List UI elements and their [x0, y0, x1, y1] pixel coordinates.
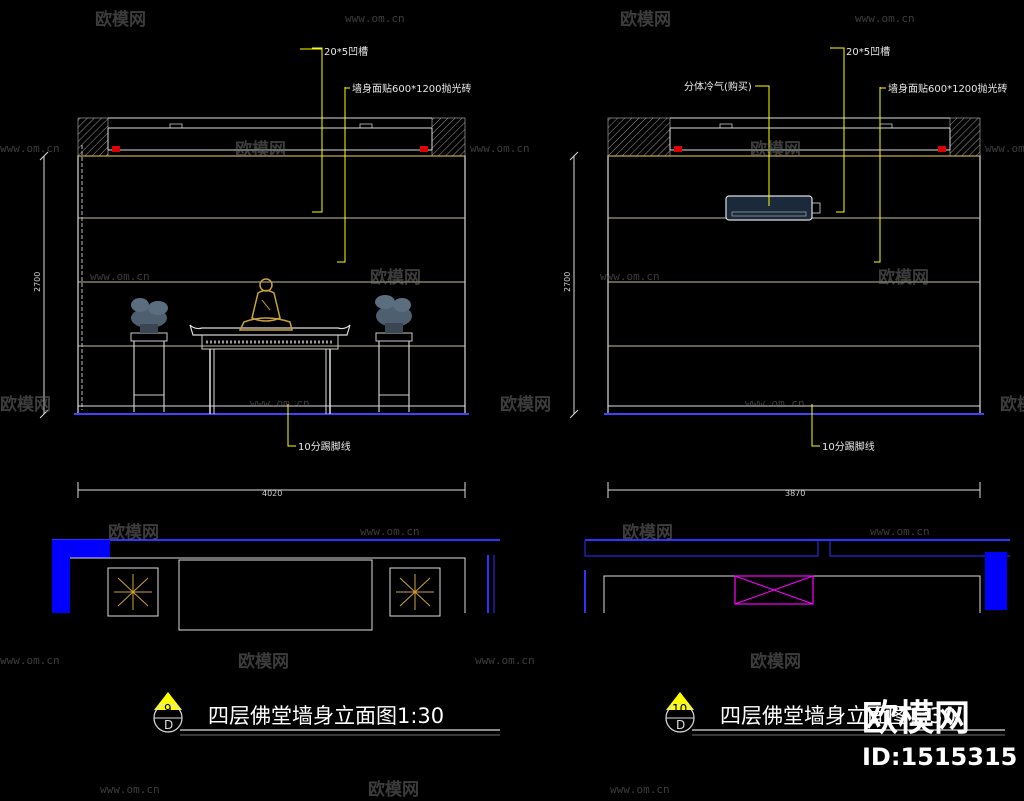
watermark-url: www.om.cn: [100, 783, 160, 796]
watermark-url: www.om.cn: [0, 654, 60, 667]
cornice-mark: [674, 146, 682, 152]
ceiling-detail: [169, 123, 183, 129]
cornice-mark: [938, 146, 946, 152]
watermark-brand: 欧模网: [622, 522, 673, 543]
resource-id: ID:1515315: [862, 743, 1017, 771]
ceiling-detail: [359, 123, 373, 129]
left-title-tag: 9 D 四层佛堂墙身立面图1:30: [153, 692, 500, 736]
watermark-url: www.om.cn: [475, 654, 535, 667]
cornice-mark: [112, 146, 120, 152]
note-skirting: 10分踢脚线: [822, 440, 875, 453]
leader-skirting: [811, 404, 820, 447]
tag-sheet: D: [164, 718, 173, 732]
watermark-brand: 欧模网: [878, 267, 929, 288]
right-drawing-title: 四层佛堂墙身立面图1:30: [720, 704, 956, 728]
note-groove: 20*5凹槽: [324, 45, 368, 58]
note-ac: 分体冷气(购买): [684, 80, 752, 93]
leader-groove: [830, 47, 845, 213]
ceiling-hatch-right: [431, 117, 466, 157]
watermark-url: www.om.cn: [470, 142, 530, 155]
watermark-brand: 欧模网: [1000, 394, 1024, 415]
cornice-mark: [420, 146, 428, 152]
ceiling-hatch-left: [607, 117, 671, 157]
width-dimension: 3870: [785, 489, 805, 498]
altar-table: [189, 324, 351, 414]
watermark-brand: 欧模网: [368, 779, 419, 800]
tag-number: 10: [672, 702, 687, 716]
height-dimension: 2700: [33, 272, 42, 292]
leader-ac: [755, 85, 770, 206]
watermark-url: www.om.cn: [250, 397, 310, 410]
watermark-layer: 欧模网 www.om.cn 欧模网 www.om.cn www.om.cn 欧模…: [0, 9, 1024, 800]
watermark-url: www.om.cn: [870, 525, 930, 538]
note-skirting: 10分踢脚线: [298, 440, 351, 453]
watermark-brand: 欧模网: [620, 9, 671, 30]
watermark-url: www.om.cn: [610, 783, 670, 796]
left-drawing-title: 四层佛堂墙身立面图1:30: [208, 704, 444, 728]
left-pedestal: [130, 298, 168, 412]
watermark-url: www.om.cn: [90, 270, 150, 283]
leader-wall-tile: [337, 87, 346, 263]
watermark-url: www.om.cn: [985, 142, 1024, 155]
ceiling-profile: [669, 117, 951, 151]
watermark-brand: 欧模网: [500, 394, 551, 415]
right-elevation: 分体冷气(购买) 20*5凹槽 墙身面贴600*1200抛光砖 10分踢脚线 2…: [563, 45, 1010, 736]
right-floor-plan: [584, 539, 1010, 613]
site-logo: 欧模网: [862, 698, 970, 739]
ceiling-hatch-left: [77, 117, 109, 157]
left-elevation: 20*5凹槽 墙身面贴600*1200抛光砖 10分踢脚线 2700 4020: [33, 45, 500, 736]
leader-skirting: [287, 404, 296, 447]
ceiling-hatch-right: [949, 117, 981, 157]
watermark-url: www.om.cn: [360, 525, 420, 538]
watermark-url: www.om.cn: [345, 12, 405, 25]
leader-groove: [312, 47, 323, 213]
right-title-tag: 10 D 四层佛堂墙身立面图1:30: [665, 692, 1005, 736]
note-wall-tile: 墙身面贴600*1200抛光砖: [888, 82, 1008, 95]
watermark-url: www.om.cn: [855, 12, 915, 25]
height-dimension: 2700: [563, 272, 572, 292]
watermark-url: www.om.cn: [0, 142, 60, 155]
watermark-brand: 欧模网: [750, 651, 801, 672]
tag-sheet: D: [676, 718, 685, 732]
watermark-brand: 欧模网: [370, 267, 421, 288]
left-floor-plan: [52, 539, 500, 631]
tag-number: 9: [164, 702, 172, 716]
note-groove: 20*5凹槽: [846, 45, 890, 58]
leader-wall-tile: [874, 87, 881, 263]
width-dimension: 4020: [262, 489, 282, 498]
air-conditioner: [725, 195, 821, 221]
watermark-brand: 欧模网: [95, 9, 146, 30]
watermark-brand: 欧模网: [238, 651, 289, 672]
watermark-brand: 欧模网: [108, 522, 159, 543]
right-pedestal: [375, 295, 413, 412]
watermark-url: www.om.cn: [600, 270, 660, 283]
watermark-url: www.om.cn: [745, 397, 805, 410]
watermark-brand: 欧模网: [235, 139, 286, 160]
watermark-brand: 欧模网: [750, 139, 801, 160]
watermark-brand: 欧模网: [0, 394, 51, 415]
ac-plan-mark: [734, 575, 814, 605]
note-wall-tile: 墙身面贴600*1200抛光砖: [352, 82, 472, 95]
ceiling-profile: [107, 117, 433, 151]
buddha-statue: [238, 278, 293, 331]
